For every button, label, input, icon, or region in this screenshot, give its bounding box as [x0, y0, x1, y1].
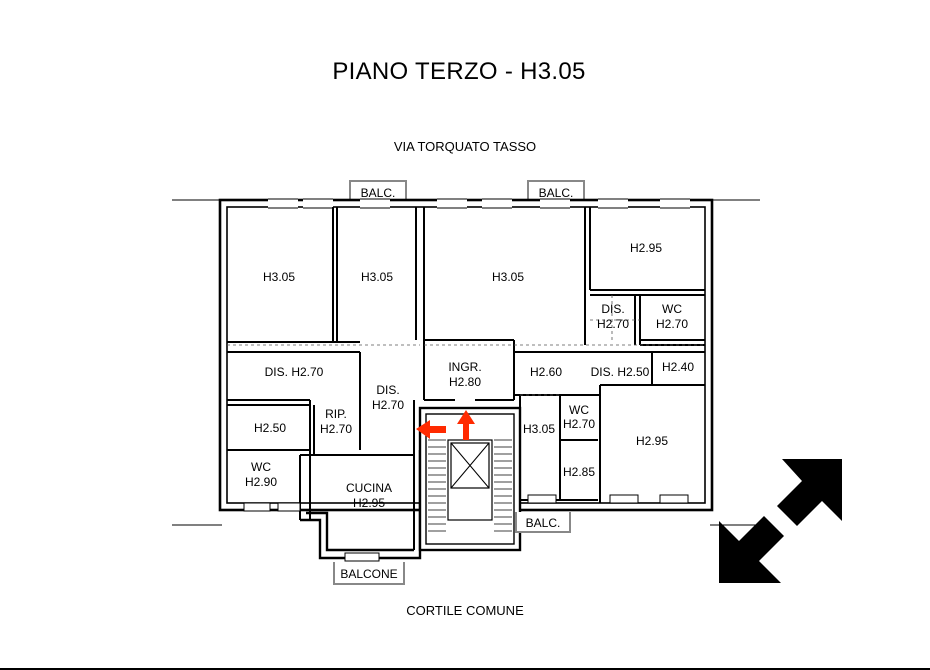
- room-4-label: H2.95: [630, 241, 662, 255]
- balcony-bottom-main-label: BALCONE: [340, 567, 397, 581]
- courtyard-label: CORTILE COMUNE: [406, 603, 524, 618]
- room-13-label: H2.50: [254, 421, 286, 435]
- room-17-label: H3.05: [523, 422, 555, 436]
- room-15-height: H2.90: [245, 475, 277, 489]
- room-1-label: H3.05: [263, 270, 295, 284]
- room-6-height: H2.70: [656, 317, 688, 331]
- orientation-arrow-icon: [719, 459, 842, 583]
- bottom-windows: [243, 494, 689, 562]
- room-labels: H3.05 H3.05 H3.05 H2.95 DIS. H2.70 WC H2…: [245, 241, 694, 510]
- room-8-height: H2.70: [372, 398, 404, 412]
- room-12-label: H2.40: [662, 360, 694, 374]
- room-15-label: WC: [251, 460, 271, 474]
- room-2-label: H3.05: [361, 270, 393, 284]
- balcony-top-right: BALC.: [527, 180, 585, 200]
- room-5-label: DIS.: [601, 302, 624, 316]
- room-6-label: WC: [662, 302, 682, 316]
- room-16-height: H2.95: [353, 496, 385, 510]
- room-7-label: DIS. H2.70: [265, 365, 324, 379]
- street-label: VIA TORQUATO TASSO: [393, 139, 537, 154]
- room-16-label: CUCINA: [346, 481, 392, 495]
- room-9-label: INGR.: [448, 360, 481, 374]
- interior-walls: [227, 207, 705, 550]
- balcony-top-left-label: BALC.: [361, 186, 396, 200]
- balcony-top-left: BALC.: [349, 180, 407, 200]
- balcony-bottom-main: BALCONE: [333, 562, 405, 585]
- room-19-label: H2.85: [563, 465, 595, 479]
- balcony-bottom-right-label: BALC.: [526, 516, 561, 530]
- entry-arrow-up-icon: [457, 410, 475, 440]
- room-10-label: H2.60: [530, 365, 562, 379]
- balcony-top-right-label: BALC.: [539, 186, 574, 200]
- room-18-height: H2.70: [563, 417, 595, 431]
- room-3-label: H3.05: [492, 270, 524, 284]
- room-20-label: H2.95: [636, 434, 668, 448]
- room-11-label: DIS. H2.50: [591, 365, 650, 379]
- entry-arrow-left-icon: [416, 420, 446, 439]
- room-14-label: RIP.: [325, 407, 347, 421]
- room-8-label: DIS.: [376, 383, 399, 397]
- room-14-height: H2.70: [320, 422, 352, 436]
- room-18-label: WC: [569, 403, 589, 417]
- bottom-rule: [0, 668, 930, 670]
- boundary-lines: [172, 199, 760, 526]
- room-9-height: H2.80: [449, 375, 481, 389]
- plan-title: PIANO TERZO - H3.05: [332, 58, 586, 85]
- room-5-height: H2.70: [597, 317, 629, 331]
- top-windows: [268, 198, 690, 209]
- dashed-boundaries: [227, 295, 705, 396]
- balcony-bottom-right: BALC.: [515, 512, 571, 533]
